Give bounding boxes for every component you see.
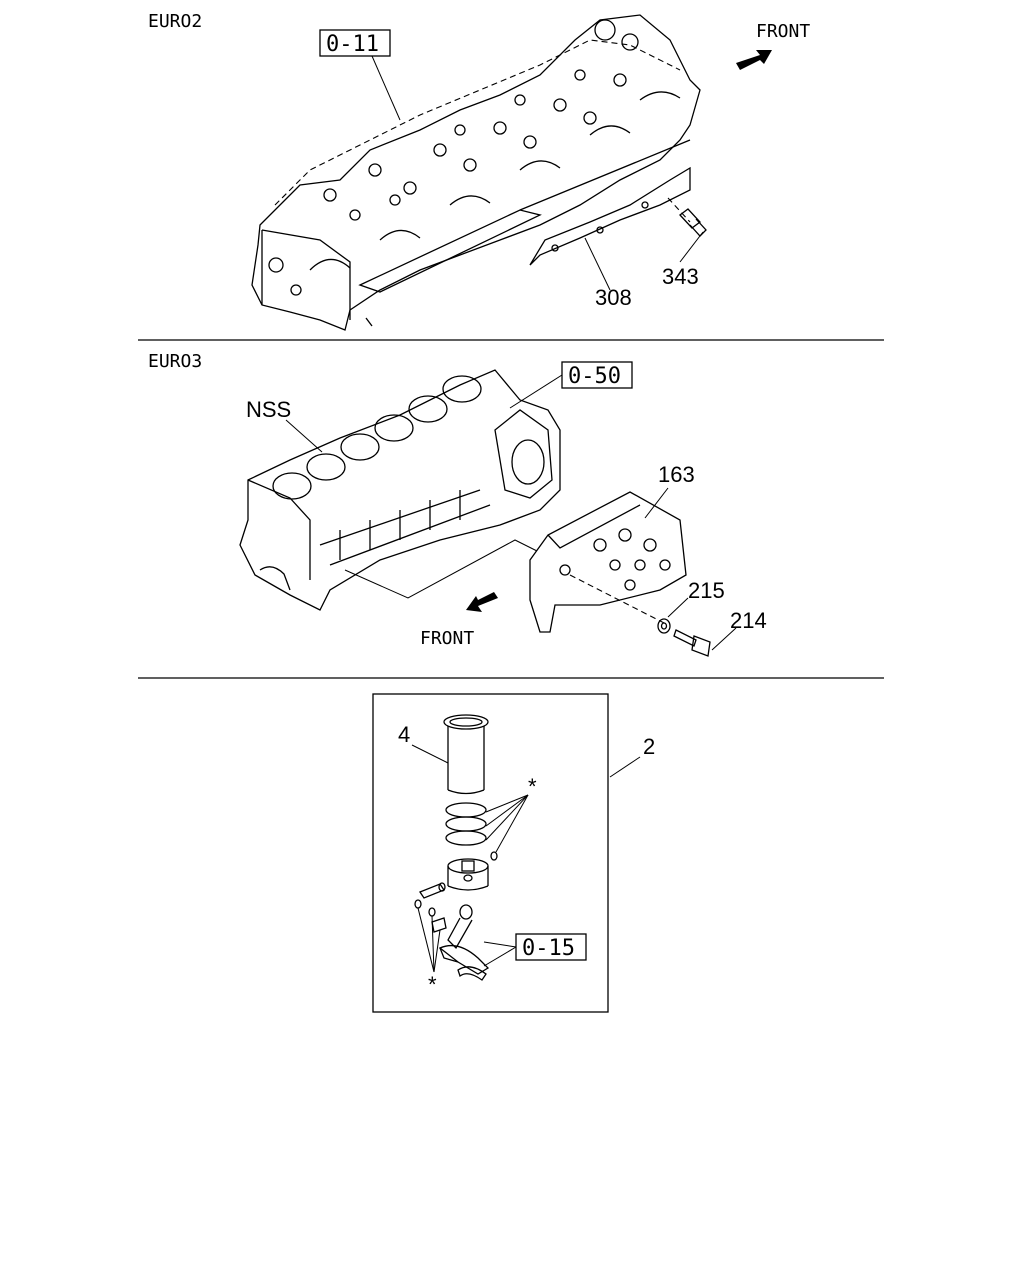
washer-215[interactable]	[657, 618, 671, 634]
leader-line	[417, 907, 435, 973]
leader-line	[485, 794, 529, 841]
part-label-343[interactable]: 343	[662, 264, 699, 289]
leader-line	[644, 487, 669, 519]
leader-line	[609, 756, 641, 778]
side-cover-163[interactable]	[529, 491, 687, 633]
piston-pin[interactable]	[419, 882, 446, 899]
leader-line	[411, 744, 449, 764]
leader-line	[495, 794, 529, 853]
leader-line	[285, 419, 323, 453]
connecting-rod[interactable]	[438, 904, 490, 975]
asterisk-marker: *	[428, 972, 437, 997]
cylinder-head-drawing	[251, 14, 701, 331]
front-arrow-icon	[466, 592, 498, 612]
ref-box-label: 0-50	[568, 364, 621, 389]
section-euro2: EURO2 FRONT 0-11	[148, 11, 810, 331]
part-label-215[interactable]: 215	[688, 578, 725, 603]
front-label-euro2: FRONT	[756, 21, 810, 42]
leader-line	[344, 539, 546, 599]
bolt-343[interactable]	[667, 197, 707, 237]
part-label-308[interactable]: 308	[595, 285, 632, 310]
front-label-euro3: FRONT	[420, 628, 474, 649]
leader-line	[711, 627, 737, 651]
part-label-4[interactable]: 4	[398, 722, 410, 747]
section-euro3: EURO3 0-50 NSS	[148, 351, 767, 657]
section-piston-kit: 2 4 *	[372, 693, 655, 1013]
small-end-bushing[interactable]	[431, 917, 447, 933]
manifold-gasket-308[interactable]	[529, 166, 691, 266]
ref-box-0-50[interactable]: 0-50	[561, 361, 633, 389]
piston[interactable]	[447, 858, 489, 891]
leader-line	[584, 237, 611, 291]
leader-line	[667, 597, 689, 618]
piston-rings[interactable]	[445, 802, 498, 861]
assembly-line	[569, 574, 669, 626]
leader-line	[483, 941, 517, 948]
cylinder-liner-4[interactable]	[443, 714, 489, 795]
section-title-euro3: EURO3	[148, 351, 202, 372]
bearing-shells[interactable]	[457, 966, 487, 981]
asterisk-marker: *	[528, 774, 537, 799]
ref-box-label: 0-11	[326, 32, 379, 57]
leader-line	[433, 929, 441, 973]
leader-line	[483, 946, 517, 967]
snap-ring[interactable]	[414, 899, 422, 909]
leader-line	[679, 231, 704, 263]
leader-line	[509, 374, 563, 409]
snap-ring[interactable]	[428, 907, 436, 917]
part-label-214[interactable]: 214	[730, 608, 767, 633]
section-title-euro2: EURO2	[148, 11, 202, 32]
leader-line	[485, 794, 529, 813]
ref-box-0-15[interactable]: 0-15	[515, 933, 587, 961]
ref-box-0-11[interactable]: 0-11	[319, 29, 391, 57]
bolt-214[interactable]	[673, 629, 711, 657]
nss-label[interactable]: NSS	[246, 397, 291, 422]
leader-line	[431, 915, 435, 973]
part-label-163[interactable]: 163	[658, 462, 695, 487]
front-arrow-icon	[736, 50, 772, 70]
leader-line	[371, 55, 401, 121]
ref-box-label: 0-15	[522, 936, 575, 961]
kit-frame	[372, 693, 609, 1013]
cylinder-block-drawing	[239, 369, 561, 611]
part-label-2[interactable]: 2	[643, 734, 655, 759]
leader-line	[485, 794, 529, 827]
